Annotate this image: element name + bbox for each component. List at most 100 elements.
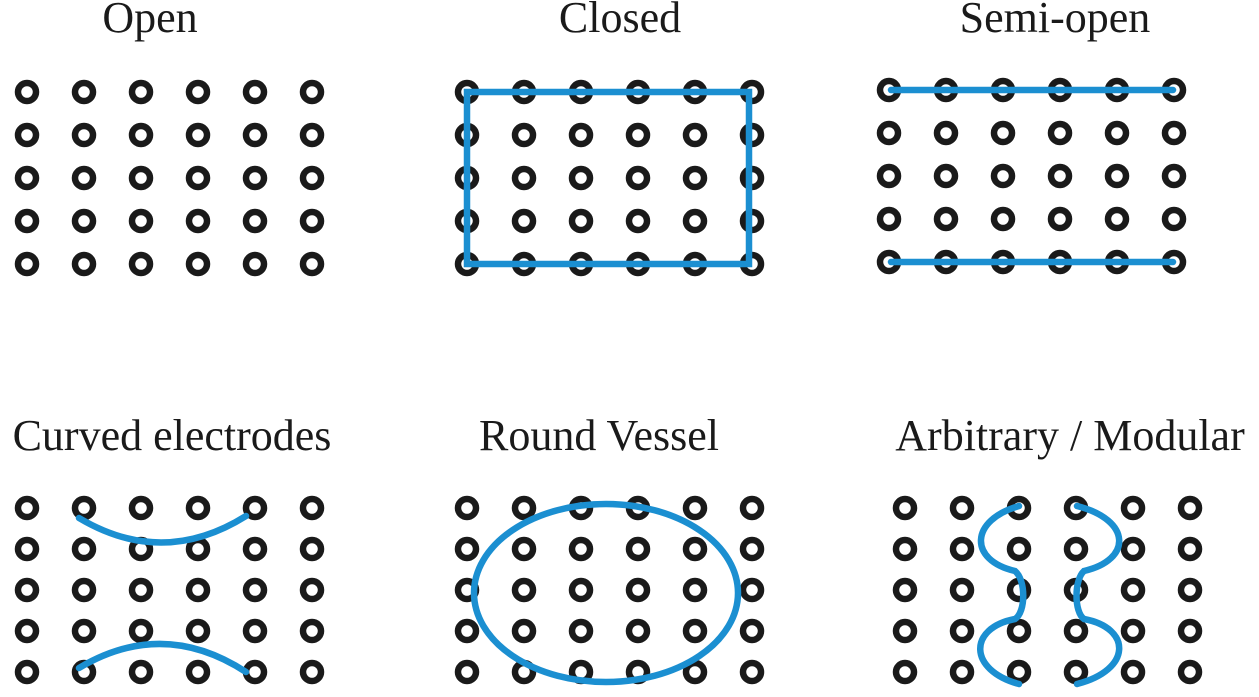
pin-electrode [242,79,268,105]
pin-electrode [1047,206,1073,232]
pin-electrode [1177,577,1203,603]
pin-electrode [933,163,959,189]
pin-electrode [892,577,918,603]
pin-electrode [185,618,211,644]
pin-electrode [892,536,918,562]
electrodes-closed [463,88,753,268]
pin-electrode [625,577,651,603]
pin-electrode [14,165,40,191]
pin-electrode [71,251,97,277]
pin-electrode [511,536,537,562]
pin-electrode [625,165,651,191]
pin-electrode [71,618,97,644]
pin-electrode [1161,163,1187,189]
pin-electrode [128,122,154,148]
pin-electrode [876,120,902,146]
pin-electrode [14,208,40,234]
pin-electrode [568,536,594,562]
pin-electrode [454,495,480,521]
pin-electrode [1177,618,1203,644]
pin-electrode [1006,536,1032,562]
left-wavy-electrode [977,502,1027,688]
panel-title-round: Round Vessel [479,411,719,460]
pin-electrode [949,659,975,685]
pin-electrode [511,122,537,148]
lower-curved-electrode [75,640,250,676]
pin-electrode [185,208,211,234]
pin-electrode [71,208,97,234]
pin-grid-semi-open [876,77,1187,275]
pin-electrode [949,536,975,562]
pin-electrode [1006,659,1032,685]
pin-electrode [933,120,959,146]
pin-electrode [682,208,708,234]
pin-electrode [1104,206,1130,232]
pin-electrode [625,208,651,234]
pin-electrode [128,577,154,603]
pin-electrode [625,122,651,148]
pin-electrode [990,206,1016,232]
pin-electrode [71,577,97,603]
pin-electrode [990,163,1016,189]
pin-electrode [568,165,594,191]
pin-electrode [128,208,154,234]
pin-electrode [511,618,537,644]
pin-electrode [739,495,765,521]
pin-grid-arbitrary [892,495,1203,685]
pin-electrode [1177,495,1203,521]
pin-grid-curved [14,495,325,685]
pin-electrode [682,577,708,603]
pin-electrode [14,251,40,277]
pin-electrode [1120,618,1146,644]
pin-electrode [1063,618,1089,644]
rectangular-electrode [463,88,753,268]
pin-electrode [933,206,959,232]
pin-electrode [242,251,268,277]
pin-electrode [185,122,211,148]
pin-electrode [299,536,325,562]
pin-electrode [185,251,211,277]
pin-electrode [128,618,154,644]
pin-electrode [299,251,325,277]
pin-electrode [299,577,325,603]
pin-electrode [242,208,268,234]
electrodes-curved [75,512,250,676]
pin-electrode [511,577,537,603]
pin-electrode [949,577,975,603]
pin-electrode [739,577,765,603]
pin-electrode [682,536,708,562]
pin-electrode [71,122,97,148]
pin-electrode [299,659,325,685]
pin-electrode [1161,206,1187,232]
pin-electrode [71,165,97,191]
pin-electrode [185,165,211,191]
pin-electrode [242,536,268,562]
upper-curved-electrode [75,512,250,546]
pin-electrode [739,618,765,644]
pin-electrode [1063,659,1089,685]
panel-title-semi-open: Semi-open [960,0,1151,42]
pin-electrode [1120,659,1146,685]
right-wavy-electrode [1073,502,1123,688]
pin-electrode [299,618,325,644]
pin-electrode [128,165,154,191]
pin-grid-open [14,79,325,277]
pin-electrode [1120,577,1146,603]
pin-electrode [568,122,594,148]
pin-electrode [1047,120,1073,146]
pin-electrode [128,251,154,277]
pin-electrode [511,495,537,521]
pin-electrode [682,495,708,521]
pin-electrode [625,618,651,644]
pin-electrode [682,659,708,685]
pin-electrode [511,165,537,191]
pin-electrode [185,495,211,521]
pin-electrode [14,536,40,562]
pin-electrode [242,577,268,603]
pin-electrode [14,495,40,521]
pin-electrode [1161,120,1187,146]
pin-electrode [1104,163,1130,189]
pin-electrode [892,618,918,644]
pin-electrode [892,659,918,685]
